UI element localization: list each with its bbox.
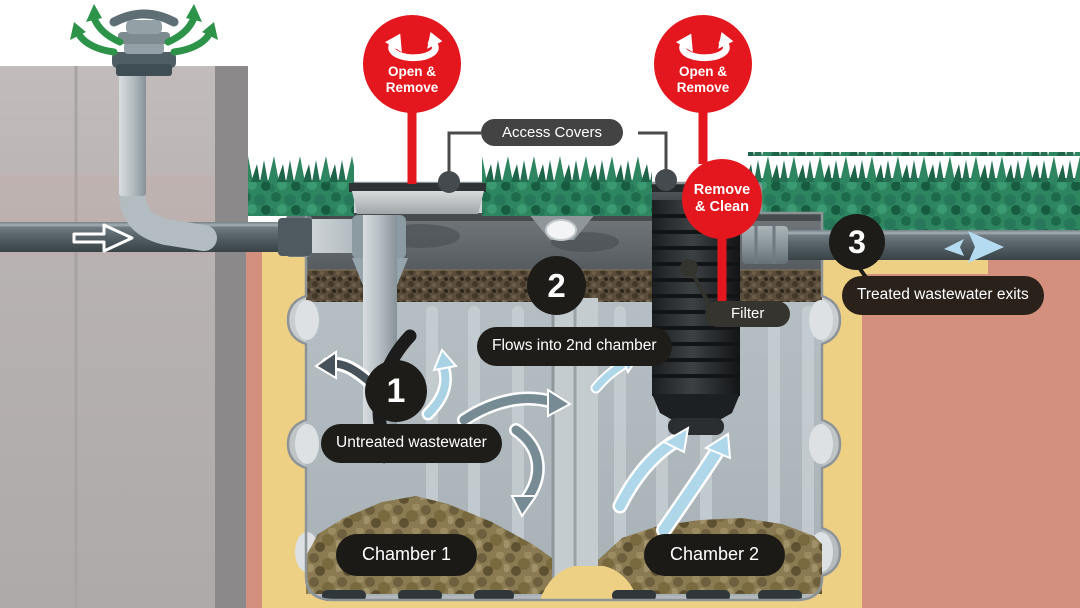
vent-cap [109, 9, 179, 76]
filter-label: Filter [705, 301, 791, 327]
step-2-label: Flows into 2nd chamber [477, 327, 672, 366]
remove-clean-label: Remove & Clean [693, 182, 751, 215]
chamber-1-label: Chamber 1 [336, 534, 478, 576]
vent-pipe [70, 4, 218, 251]
step-2-number: 2 [527, 256, 586, 315]
tank-feet [322, 590, 802, 601]
open-remove-label: Open & Remove [676, 64, 730, 95]
sand-strip-under-pipe [860, 258, 988, 274]
step-3-label: Treated wastewater exits [842, 276, 1044, 315]
step-1-number: 1 [365, 360, 427, 422]
outlet-pipe [742, 226, 1080, 264]
grass-right [748, 152, 1080, 234]
soil-native-left [246, 250, 264, 608]
open-remove-label: Open & Remove [385, 64, 439, 95]
vent-air-flow-arrows-icon [70, 4, 218, 56]
step-1-label: Untreated wastewater [321, 424, 502, 463]
remove-clean-badge: Remove & Clean [682, 159, 762, 239]
divider-vent-hole [545, 219, 577, 241]
open-remove-badge-left: Open & Remove [363, 15, 461, 113]
open-remove-badge-right: Open & Remove [654, 15, 752, 113]
grass-left [248, 156, 354, 216]
circular-rotation-arrows-icon [385, 32, 443, 62]
circular-rotation-arrows-icon [676, 32, 734, 62]
house-wall [0, 66, 248, 608]
access-cover-left [349, 183, 486, 214]
outlet-flow-arrow-icon [944, 231, 1004, 263]
grass-middle [482, 156, 652, 216]
chamber-2-label: Chamber 2 [644, 534, 786, 576]
leader-lines [407, 108, 878, 311]
flow-arrows [314, 329, 732, 538]
access-covers-label: Access Covers [481, 119, 624, 146]
step-3-number: 3 [829, 214, 885, 270]
inlet-flow-arrow-icon [72, 223, 134, 253]
